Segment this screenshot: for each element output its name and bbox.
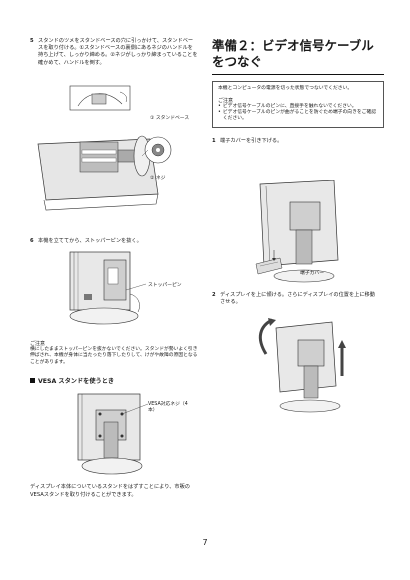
callout-stopper-pin: ストッパーピン [148, 283, 182, 288]
right-step-2-number: 2 [212, 292, 216, 298]
step-6-text: 本機を立ててから、ストッパーピンを抜く。 [38, 238, 142, 244]
note-text: 横にしたままストッパーピンを抜かないでください。スタンドが勢いよく引き伸ばされ、… [30, 347, 198, 365]
callout-vesa-screws: VESA対応ネジ（4本） [148, 402, 188, 413]
bullet-dot-icon: • [218, 110, 221, 115]
right-step-1-number: 1 [212, 137, 216, 144]
stand-base-figure [30, 84, 202, 214]
step-6: 6 本機を立ててから、ストッパーピンを抜く。 [30, 238, 202, 245]
callout-terminal-cover: 端子カバー [300, 271, 324, 276]
step-5-number: 5 [30, 38, 34, 44]
note-label: ご注意 [30, 341, 46, 347]
step-5: 5 スタンドのツメをスタンドベースの穴に引っかけて、スタンドベースを取り付ける。①… [30, 38, 202, 67]
right-column: 準備２：ビデオ信号ケーブルをつなぐ 本機とコンピュータの電源を切った状態でつない… [212, 38, 384, 145]
step-6-number: 6 [30, 238, 34, 244]
right-step-2-text: ディスプレイを上に傾ける。さらにディスプレイの位置を上に移動させる。 [220, 292, 375, 306]
callout-stand-base: ① スタンドベース [150, 116, 190, 121]
vesa-heading: VESA スタンドを使うとき [30, 376, 114, 385]
left-column: 5 スタンドのツメをスタンドベースの穴に引っかけて、スタンドベースを取り付ける。①… [30, 38, 202, 67]
caution-bullet-1-text: ビデオ信号ケーブルのピンに、直接手を触れないでください。 [222, 103, 357, 109]
caution-label: ご注意 [218, 97, 234, 104]
terminal-cover-figure [250, 180, 350, 284]
vesa-description: ディスプレイ本体についているスタンドをはずすことにより、市販のVESAスタンドを… [30, 484, 190, 498]
right-step-1: 1 端子カバーを引き下げる。 [212, 138, 384, 145]
stopper-pin-figure [64, 250, 154, 328]
section-title: 準備２：ビデオ信号ケーブルをつなぐ [212, 38, 374, 69]
right-step-1-text: 端子カバーを引き下げる。 [220, 137, 283, 144]
caution-intro: 本機とコンピュータの電源を切った状態でつないでください。 [218, 86, 353, 92]
caution-bullet-1: •ビデオ信号ケーブルのピンに、直接手を触れないでください。 [218, 104, 378, 110]
vesa-heading-text: VESA スタンドを使うとき [38, 378, 115, 385]
tilt-display-figure [246, 316, 356, 416]
callout-screw: ② ネジ [150, 176, 166, 181]
square-bullet-icon [30, 378, 35, 383]
bullet-dot-icon: • [218, 103, 221, 109]
title-rule [212, 74, 384, 76]
vesa-figure [72, 392, 162, 478]
stopper-note: ご注意 横にしたままストッパーピンを抜かないでください。スタンドが勢いよく引き伸… [30, 340, 202, 366]
right-step-2: 2 ディスプレイを上に傾ける。さらにディスプレイの位置を上に移動させる。 [212, 292, 384, 306]
caution-box: 本機とコンピュータの電源を切った状態でつないでください。 ご注意 •ビデオ信号ケ… [212, 81, 384, 128]
step-5-text: スタンドのツメをスタンドベースの穴に引っかけて、スタンドベースを取り付ける。①ス… [38, 38, 198, 66]
caution-bullet-2-text: ビデオ信号ケーブルのピンが曲がることを防ぐため端子の向きをご確認ください。 [222, 110, 377, 122]
caution-bullet-2: •ビデオ信号ケーブルのピンが曲がることを防ぐため端子の向きをご確認ください。 [218, 110, 378, 123]
page-number: 7 [202, 538, 208, 547]
